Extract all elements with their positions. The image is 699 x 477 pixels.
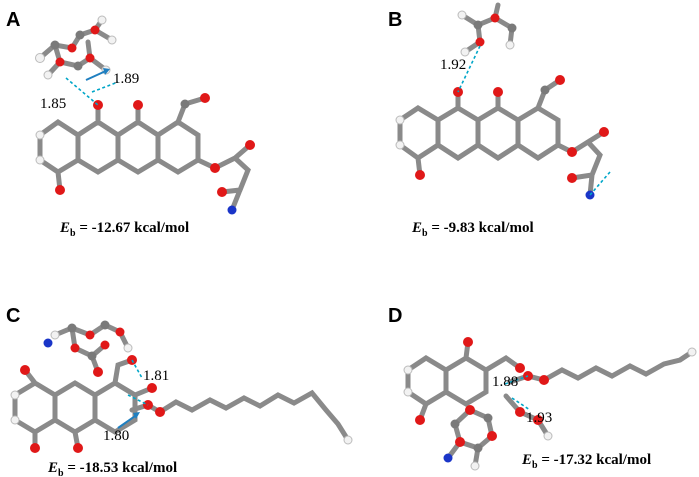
distance-label-c-2: 1.80 xyxy=(103,428,129,444)
distance-label-d-2: 1.93 xyxy=(526,410,552,426)
arrowhead-c xyxy=(133,412,140,419)
atoms-b xyxy=(395,10,609,200)
atoms-d xyxy=(403,337,697,471)
molecule-b xyxy=(395,2,611,200)
distance-label-a-2: 1.85 xyxy=(40,96,66,112)
panel-letter-c: C xyxy=(6,305,20,327)
binding-energy-d: Eb = -17.32 kcal/mol xyxy=(521,452,651,471)
distance-label-c-1: 1.81 xyxy=(143,368,169,384)
molecule-c xyxy=(10,320,353,453)
binding-energy-a: Eb = -12.67 kcal/mol xyxy=(59,220,189,239)
molecule-a xyxy=(35,15,255,215)
arrowhead-a xyxy=(103,68,110,75)
distance-label-b-1: 1.92 xyxy=(440,57,466,73)
atoms-c xyxy=(10,320,353,453)
distance-label-d-1: 1.88 xyxy=(492,374,518,390)
binding-energy-b: Eb = -9.83 kcal/mol xyxy=(411,220,534,239)
panel-d: D xyxy=(388,305,697,471)
hbond-a-1 xyxy=(65,77,99,106)
hbond-a-2 xyxy=(91,81,119,93)
panel-letter-b: B xyxy=(388,9,402,31)
panel-b: B xyxy=(388,2,611,239)
hbond-d-1 xyxy=(504,375,529,385)
panel-a: A xyxy=(6,9,255,239)
binding-energy-c: Eb = -18.53 kcal/mol xyxy=(47,460,177,477)
hbond-d-2 xyxy=(511,397,531,411)
hbond-c-2 xyxy=(127,394,149,406)
molecule-d xyxy=(403,337,697,471)
panel-letter-d: D xyxy=(388,305,402,327)
distance-label-a-1: 1.89 xyxy=(113,71,139,87)
hbond-b-1 xyxy=(457,45,481,93)
panel-c: C xyxy=(6,305,353,477)
hbond-c-1 xyxy=(131,359,143,379)
atoms-a xyxy=(35,15,255,215)
panel-letter-a: A xyxy=(6,9,20,31)
